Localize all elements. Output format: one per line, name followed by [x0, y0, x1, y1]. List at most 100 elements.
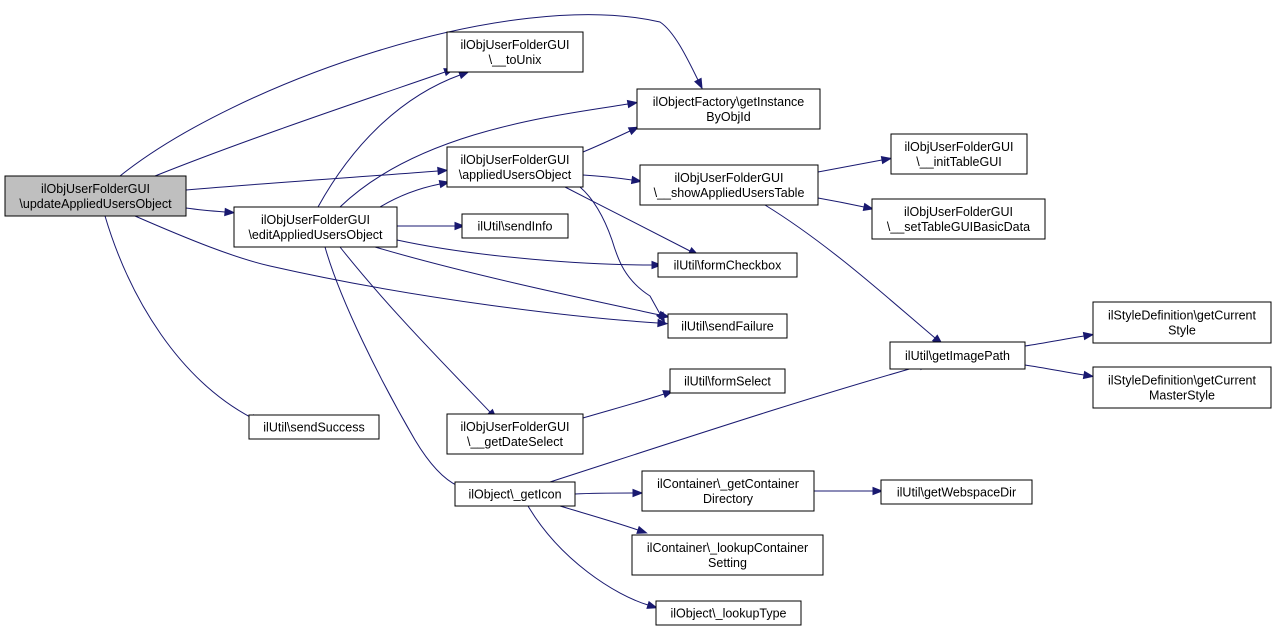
edge-line: [154, 71, 446, 177]
node-getDateSelect[interactable]: ilObjUserFolderGUI\__getDateSelect: [446, 413, 584, 455]
node-label: \editAppliedUsersObject: [248, 228, 383, 242]
node-box: [880, 479, 1033, 505]
edge-edit-tounix: [317, 71, 470, 208]
edge-line: [119, 14, 699, 177]
edge-edit-sendfailure: [374, 246, 671, 320]
edge-line: [549, 365, 921, 483]
arrowhead: [454, 221, 466, 231]
node-box: [4, 175, 187, 217]
node-formSelect[interactable]: ilUtil\formSelect: [669, 368, 786, 394]
arrowhead: [627, 126, 640, 136]
node-box: [639, 164, 819, 206]
node-getImagePath[interactable]: ilUtil\getImagePath: [889, 341, 1026, 370]
node-edit[interactable]: ilObjUserFolderGUI\editAppliedUsersObjec…: [233, 206, 398, 248]
node-getWebspaceDir[interactable]: ilUtil\getWebspaceDir: [880, 479, 1033, 505]
node-label: ilUtil\sendSuccess: [263, 421, 364, 435]
node-box: [248, 414, 380, 440]
node-label: ilObjUserFolderGUI: [261, 213, 370, 227]
node-label: Setting: [708, 556, 747, 570]
arrowhead: [872, 486, 884, 496]
node-box: [871, 198, 1046, 240]
node-showTable[interactable]: ilObjUserFolderGUI\__showAppliedUsersTab…: [639, 164, 819, 206]
node-box: [641, 470, 815, 512]
arrowhead: [651, 260, 663, 270]
edge-line: [817, 159, 883, 173]
edge-root-sendfailure: [134, 215, 669, 328]
edge-geticon-lookupcontainer: [559, 505, 648, 534]
node-label: \__showAppliedUsersTable: [654, 186, 805, 200]
edge-edit-applied: [379, 179, 451, 208]
edge-showtable-inittable: [817, 155, 893, 173]
arrowhead: [862, 202, 875, 212]
edge-line: [764, 204, 936, 339]
node-label: \__setTableGUIBasicData: [887, 220, 1030, 234]
edge-getdateselect-formselect: [582, 390, 674, 419]
node-label: ilObjUserFolderGUI: [674, 171, 783, 185]
edge-getcontainerdir-getwebspacedir: [813, 486, 884, 496]
node-toUnix[interactable]: ilObjUserFolderGUI\__toUnix: [446, 31, 584, 73]
edge-line: [582, 174, 633, 181]
node-getIcon[interactable]: ilObject\_getIcon: [454, 481, 576, 507]
node-box: [889, 341, 1026, 370]
edge-geticon-getcontainerdir: [574, 488, 644, 498]
node-label: Style: [1168, 324, 1196, 338]
node-initTable[interactable]: ilObjUserFolderGUI\__initTableGUI: [890, 133, 1028, 175]
node-label: ilUtil\sendFailure: [681, 320, 773, 334]
node-label: Directory: [703, 492, 754, 506]
node-label: \__toUnix: [489, 53, 543, 67]
node-label: ilUtil\formCheckbox: [674, 259, 782, 273]
edge-line: [582, 130, 631, 153]
node-box: [454, 481, 576, 507]
node-applied[interactable]: ilObjUserFolderGUI\appliedUsersObject: [446, 146, 584, 188]
node-box: [667, 313, 788, 339]
node-label: ilObjUserFolderGUI: [460, 153, 569, 167]
node-label: ilContainer\_getContainer: [657, 477, 799, 491]
arrowhead: [626, 99, 639, 109]
node-box: [446, 413, 584, 455]
node-label: ByObjId: [706, 110, 751, 124]
node-setTable[interactable]: ilObjUserFolderGUI\__setTableGUIBasicDat…: [871, 198, 1046, 240]
node-formCheckbox[interactable]: ilUtil\formCheckbox: [657, 252, 798, 278]
arrowhead: [224, 207, 236, 217]
arrowhead: [632, 488, 644, 498]
edge-edit-formcheckbox: [396, 239, 663, 270]
edge-line: [817, 197, 865, 208]
node-sendSuccess[interactable]: ilUtil\sendSuccess: [248, 414, 380, 440]
node-label: ilObject\_lookupType: [670, 607, 786, 621]
arrowhead: [438, 179, 451, 189]
edge-applied-showtable: [582, 174, 643, 185]
edge-getimagepath-getcurrentstyle: [1024, 331, 1095, 347]
edge-getimagepath-getcurrentmaster: [1024, 364, 1095, 380]
arrowhead: [636, 525, 648, 534]
call-edges: [104, 14, 1095, 609]
node-label: ilStyleDefinition\getCurrent: [1108, 309, 1257, 323]
arrowhead: [657, 318, 669, 328]
edge-edit-geticon: [324, 246, 468, 491]
node-label: ilObject\_getIcon: [468, 488, 561, 502]
edge-line: [564, 186, 691, 252]
edge-edit-getinstance: [339, 99, 639, 208]
node-root[interactable]: ilObjUserFolderGUI\updateAppliedUsersObj…: [4, 175, 187, 217]
node-label: \__initTableGUI: [916, 155, 1001, 169]
node-label: ilUtil\getWebspaceDir: [897, 486, 1016, 500]
node-box: [890, 133, 1028, 175]
node-lookupType[interactable]: ilObject\_lookupType: [655, 600, 802, 626]
node-label: ilUtil\getImagePath: [905, 349, 1010, 363]
node-sendFailure[interactable]: ilUtil\sendFailure: [667, 313, 788, 339]
arrowhead: [630, 175, 643, 185]
node-box: [631, 534, 824, 576]
node-box: [461, 213, 569, 239]
arrowhead: [458, 71, 470, 80]
node-label: ilStyleDefinition\getCurrent: [1108, 374, 1257, 388]
node-sendInfo[interactable]: ilUtil\sendInfo: [461, 213, 569, 239]
node-label: ilUtil\formSelect: [684, 375, 771, 389]
edge-line: [339, 246, 491, 413]
arrowhead: [656, 311, 666, 324]
edge-line: [1024, 364, 1085, 376]
